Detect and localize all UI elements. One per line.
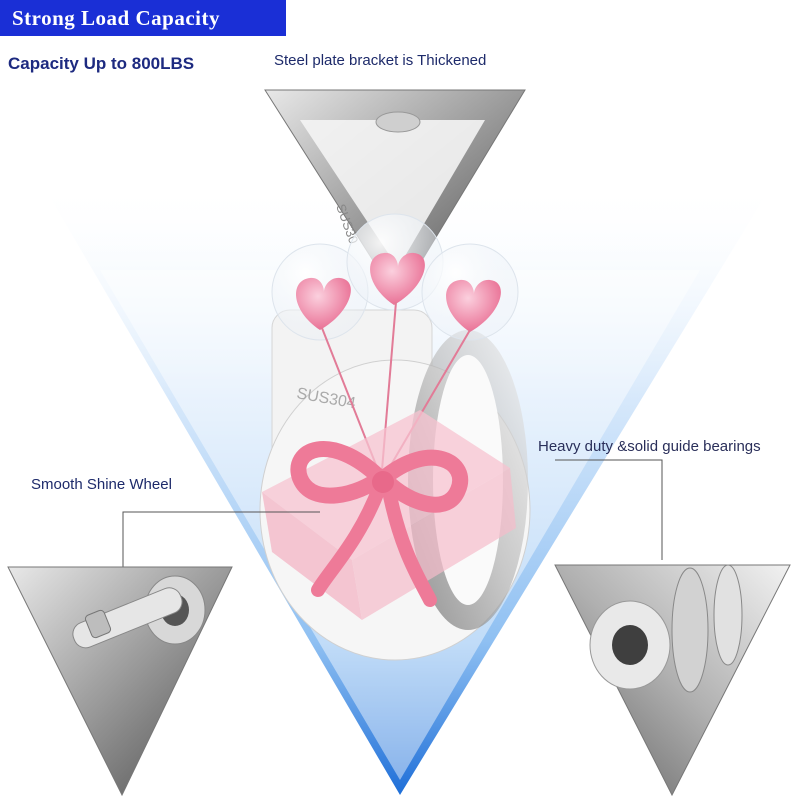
capacity-headline: Capacity Up to 800LBS [8, 54, 195, 73]
callout-guide-bearings: Heavy duty &solid guide bearings [538, 438, 761, 455]
gift-bow-icon [262, 410, 516, 620]
callout-line-left [122, 511, 320, 567]
callout-steel-plate-bracket: Steel plate bracket is Thickened [274, 52, 487, 69]
callout-line-right [555, 459, 663, 560]
strong-load-capacity-banner: Strong Load Capacity [0, 0, 286, 36]
mount-hole-icon [375, 111, 421, 133]
bearing-icon [554, 564, 791, 797]
pin-axle-icon [7, 566, 233, 797]
heart-balloon-icon [271, 213, 519, 471]
callout-smooth-shine-wheel: Smooth Shine Wheel [31, 476, 172, 493]
